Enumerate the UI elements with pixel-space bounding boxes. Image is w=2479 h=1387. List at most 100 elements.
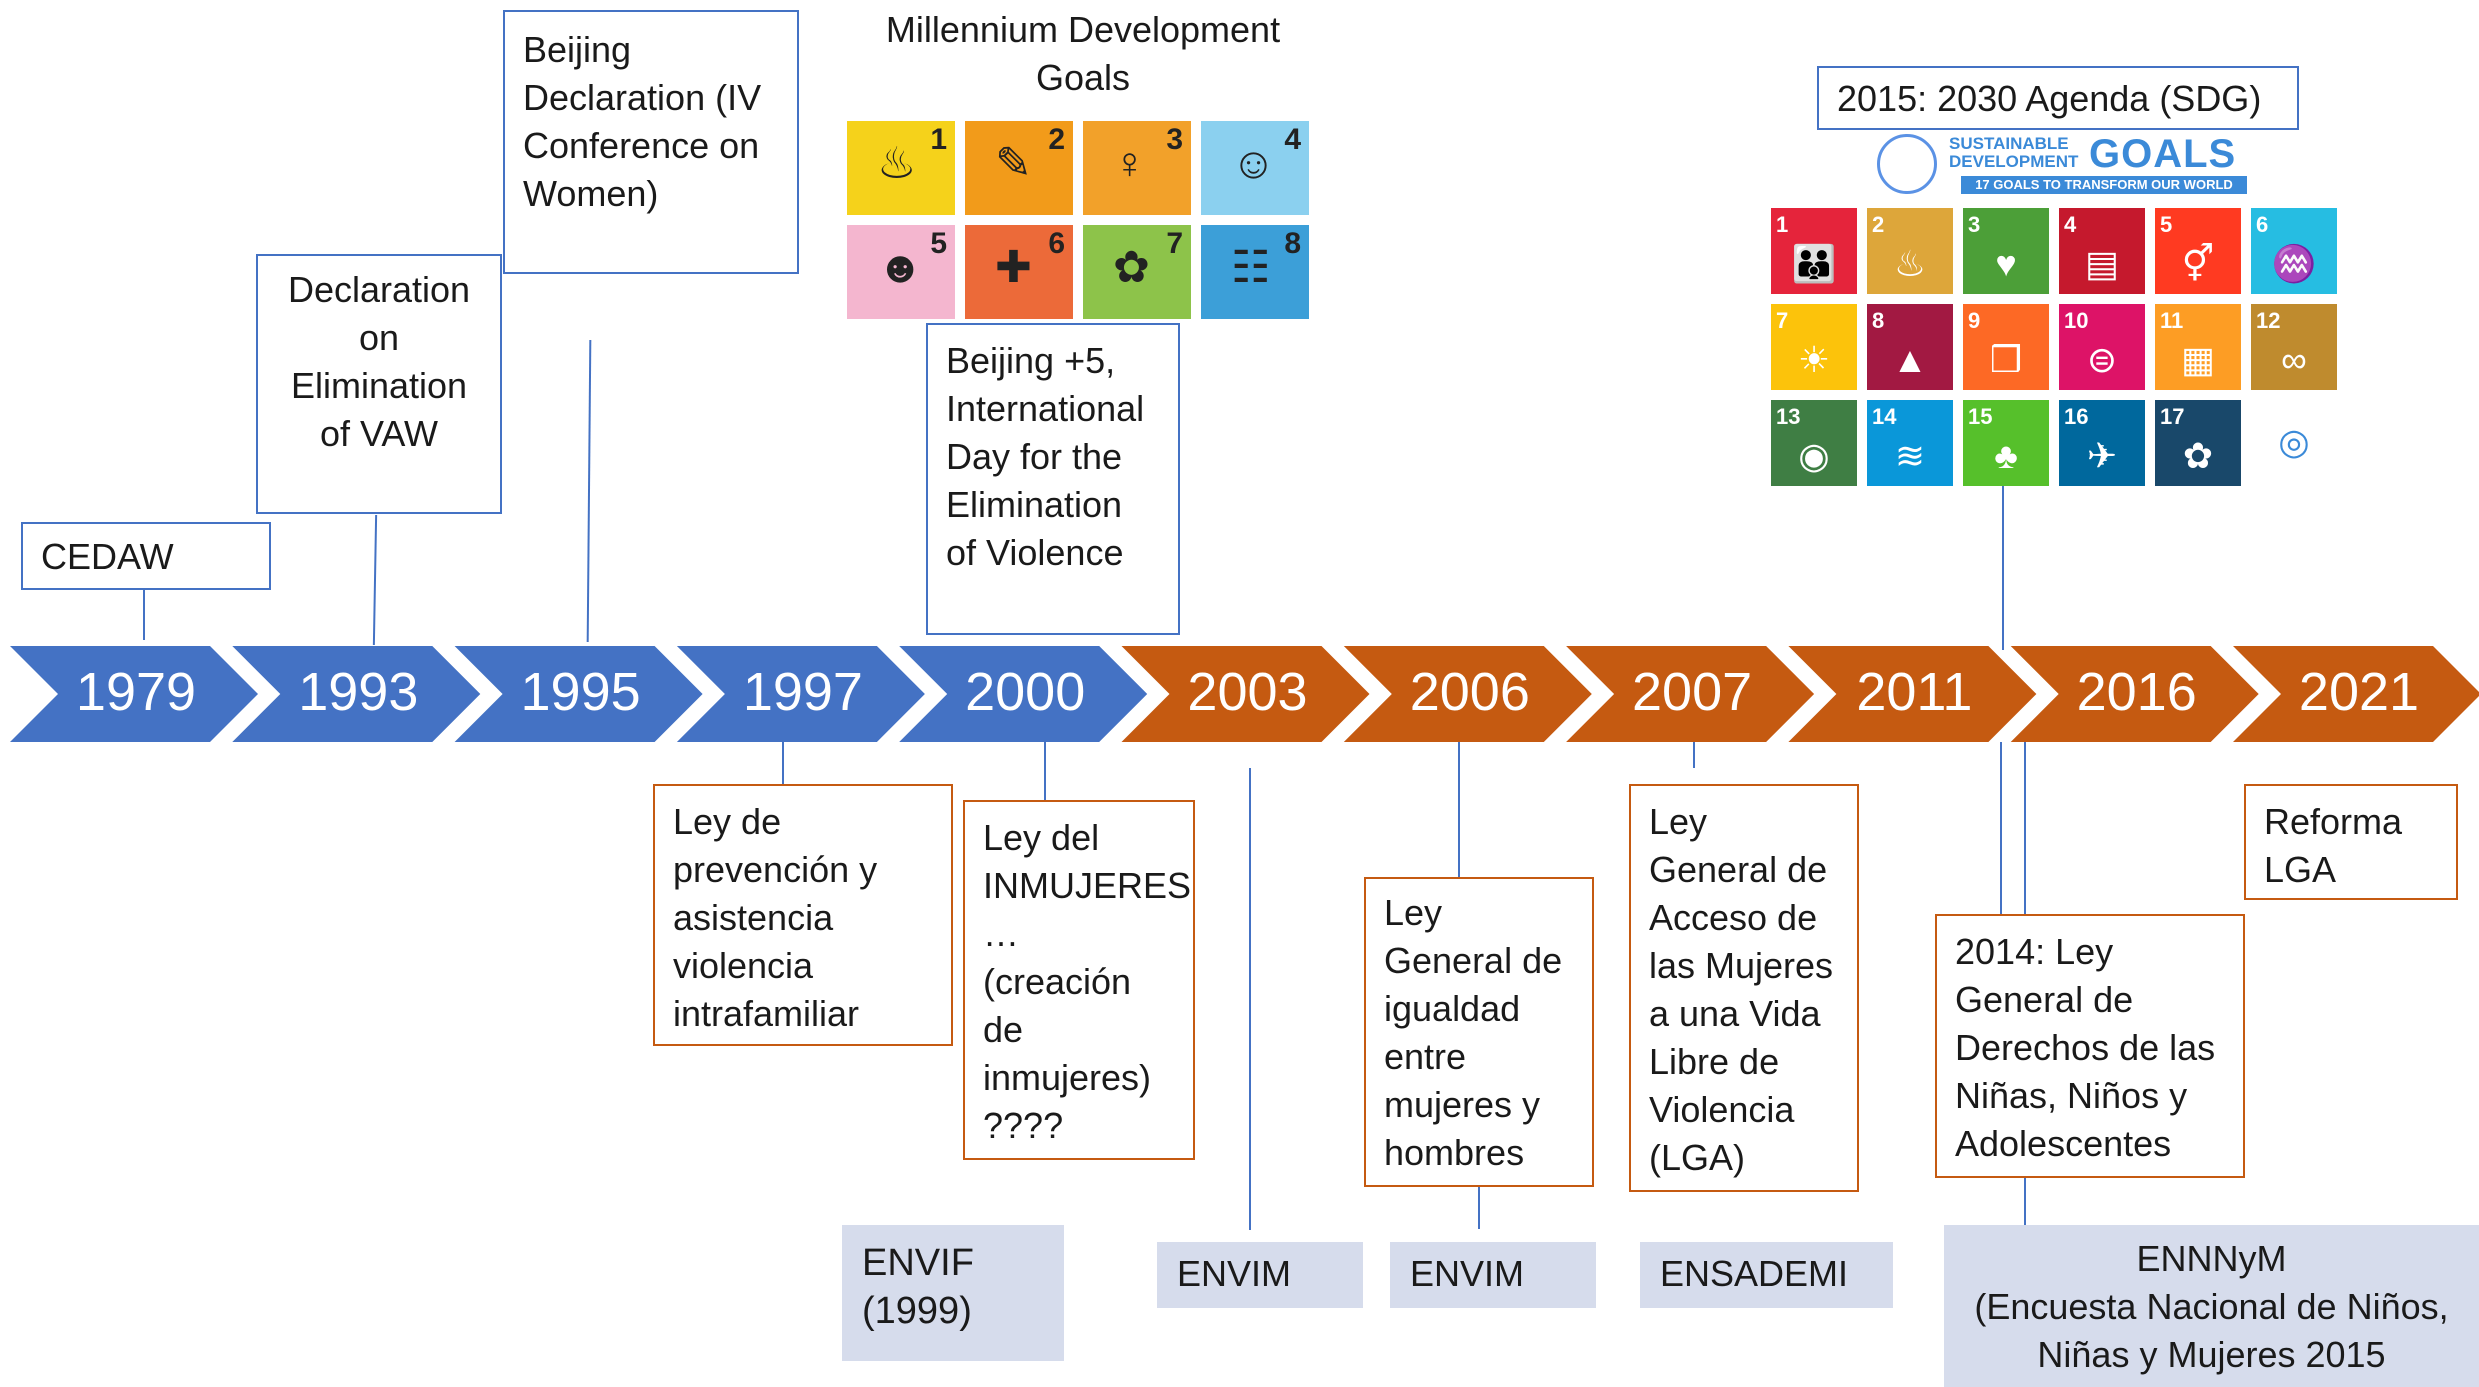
beijing5-line-5: of Violence: [946, 532, 1124, 573]
connector-2016-a: [2000, 742, 2002, 922]
leaf-icon: ✿: [1113, 243, 1150, 292]
sdg-tile-17: 17✿: [2155, 400, 2241, 486]
ley-2007-line: a una Vida: [1649, 993, 1821, 1034]
beijing5-line-2: International: [946, 388, 1145, 429]
sdg-tile-number: 14: [1872, 404, 1897, 429]
sdg-tile-9: 9❒: [1963, 304, 2049, 390]
beijing-line-3: Conference on: [523, 125, 760, 166]
mdg-tile-3: 3♀: [1082, 120, 1192, 216]
ley-2007-line: Ley: [1649, 801, 1708, 842]
connector-1997: [782, 742, 784, 784]
sdg-tile-5: 5⚥: [2155, 208, 2241, 294]
timeline-year-2016: 2016: [2076, 662, 2197, 722]
sdg-logo-goals: GOALS: [2089, 132, 2237, 176]
sdg-tile-3: 3♥: [1963, 208, 2049, 294]
timeline-chevron-1997: [676, 646, 925, 742]
timeline-chevron-2007: [1566, 646, 1815, 742]
timeline-chevron-2011: [1788, 646, 2037, 742]
sdg-tile-16: 16✈: [2059, 400, 2145, 486]
ley-1997-line: prevención y: [673, 849, 878, 890]
timeline-chevron-2021: [2233, 646, 2479, 742]
sdg-tile-number: 11: [2160, 308, 2184, 333]
connector-2006: [1458, 742, 1460, 877]
ley-2007-box: Ley General de Acceso de las Mujeres a u…: [1629, 784, 1859, 1192]
cedaw-label: CEDAW: [41, 536, 174, 577]
ley-2006-line: hombres: [1384, 1132, 1525, 1173]
mdg-tile-1: 1♨: [846, 120, 956, 216]
sdg-tile-number: 10: [2064, 308, 2089, 333]
sdg-tile-logo: ◎: [2251, 400, 2337, 486]
sdg-tile-6: 6♒: [2251, 208, 2337, 294]
mdg-tile-4: 4☺: [1200, 120, 1310, 216]
connector-2007: [1693, 742, 1695, 768]
vaw-line-1: Declaration: [287, 269, 471, 310]
ley-2000-line: de: [983, 1009, 1024, 1050]
survey-ennnym-line: Niñas y Mujeres 2015: [2037, 1334, 2386, 1375]
pencil-icon: ✎: [995, 139, 1032, 188]
sdg-tile-number: 16: [2064, 404, 2089, 429]
connector-sdg: [2002, 485, 2004, 650]
ley-2000-box: Ley del INMUJERES … (creación de inmujer…: [963, 800, 1195, 1160]
sdg-tile-2: 2♨: [1867, 208, 1953, 294]
reforma-line: LGA: [2264, 849, 2337, 890]
survey-ennnym-line: ENNNyM: [2136, 1238, 2287, 1279]
mdg-title-line-2: Goals: [1035, 57, 1131, 98]
sdg-tile-number: 12: [2256, 308, 2281, 333]
sdg-tile-number: 8: [1872, 308, 1885, 333]
sdg-tile-number: 6: [2256, 212, 2269, 237]
ley-2000-line: (creación: [983, 961, 1132, 1002]
survey-ensademi: ENSADEMI: [1640, 1242, 1893, 1308]
people-icon: ☷: [1231, 243, 1271, 292]
ley-2014-line: Niñas, Niños y: [1955, 1075, 2188, 1116]
city-icon: ▦: [2180, 339, 2215, 380]
sdg-tile-14: 14 ≋: [1867, 400, 1953, 486]
beijing-line-4: Women): [523, 173, 659, 214]
timeline-year-1997: 1997: [742, 662, 863, 722]
sdg-tile-number: 1: [1776, 212, 1789, 237]
ley-2006-line: igualdad: [1384, 988, 1521, 1029]
ley-2014-line: Adolescentes: [1955, 1123, 2172, 1164]
timeline-year-2006: 2006: [1409, 662, 1530, 722]
timeline-year-1995: 1995: [520, 662, 641, 722]
ley-2014-line: General de: [1955, 979, 2134, 1020]
sdg-tile-number: 7: [1776, 308, 1789, 333]
sdg-tile-number: 15: [1968, 404, 1993, 429]
timeline-chevron-2006: [1343, 646, 1592, 742]
water-icon: ♒: [2271, 243, 2317, 284]
survey-envim-label: ENVIM: [1410, 1253, 1525, 1294]
ley-2000-line: INMUJERES: [983, 865, 1192, 906]
survey-envim-2003: ENVIM: [1157, 1242, 1363, 1308]
infinity-icon: ∞: [2281, 339, 2307, 380]
mdg-tile-number: 1: [930, 123, 947, 156]
sdg-tile-10: 10 ⊜: [2059, 304, 2145, 390]
growth-icon: ▲: [1892, 339, 1928, 380]
sdg-tile-number: 3: [1968, 212, 1981, 237]
timeline-chevron-1993: [232, 646, 481, 742]
ley-2000-line: Ley del: [983, 817, 1100, 858]
timeline-chevron-2016: [2010, 646, 2259, 742]
fish-icon: ≋: [1894, 435, 1926, 476]
vaw-declaration-box: Declaration on Elimination of VAW: [256, 254, 502, 514]
equal-icon: ⊜: [2086, 339, 2118, 380]
sun-icon: ☀: [1797, 339, 1831, 380]
mdg-tile-2: 2✎: [964, 120, 1074, 216]
survey-envif-line: (1999): [862, 1290, 972, 1332]
ley-2007-line: General de: [1649, 849, 1828, 890]
sdg-tile-13: 13◉: [1771, 400, 1857, 486]
connector-cedaw: [143, 590, 145, 640]
survey-ennnym: ENNNyM (Encuesta Nacional de Niños, Niña…: [1944, 1225, 2479, 1387]
sdg-tile-7: 7☀: [1771, 304, 1857, 390]
timeline-year-2011: 2011: [1856, 662, 1973, 722]
un-emblem-icon: [1877, 134, 1937, 194]
ley-2007-line: Violencia: [1649, 1089, 1795, 1130]
mdg-tile-number: 4: [1284, 123, 1301, 156]
gender-icon: ⚥: [2181, 243, 2215, 284]
mdg-tile-7: 7✿: [1082, 224, 1192, 320]
sdg-tile-15: 15♣: [1963, 400, 2049, 486]
medicine-icon: ✚: [995, 243, 1032, 292]
ley-1997-line: asistencia: [673, 897, 834, 938]
timeline-chevron-2003: [1121, 646, 1370, 742]
ley-1997-box: Ley de prevención y asistencia violencia…: [653, 784, 953, 1046]
survey-envif-line: ENVIF: [862, 1242, 974, 1284]
sdg-logo: SUSTAINABLE DEVELOPMENT GOALS 17 GOALS T…: [1877, 132, 2247, 196]
